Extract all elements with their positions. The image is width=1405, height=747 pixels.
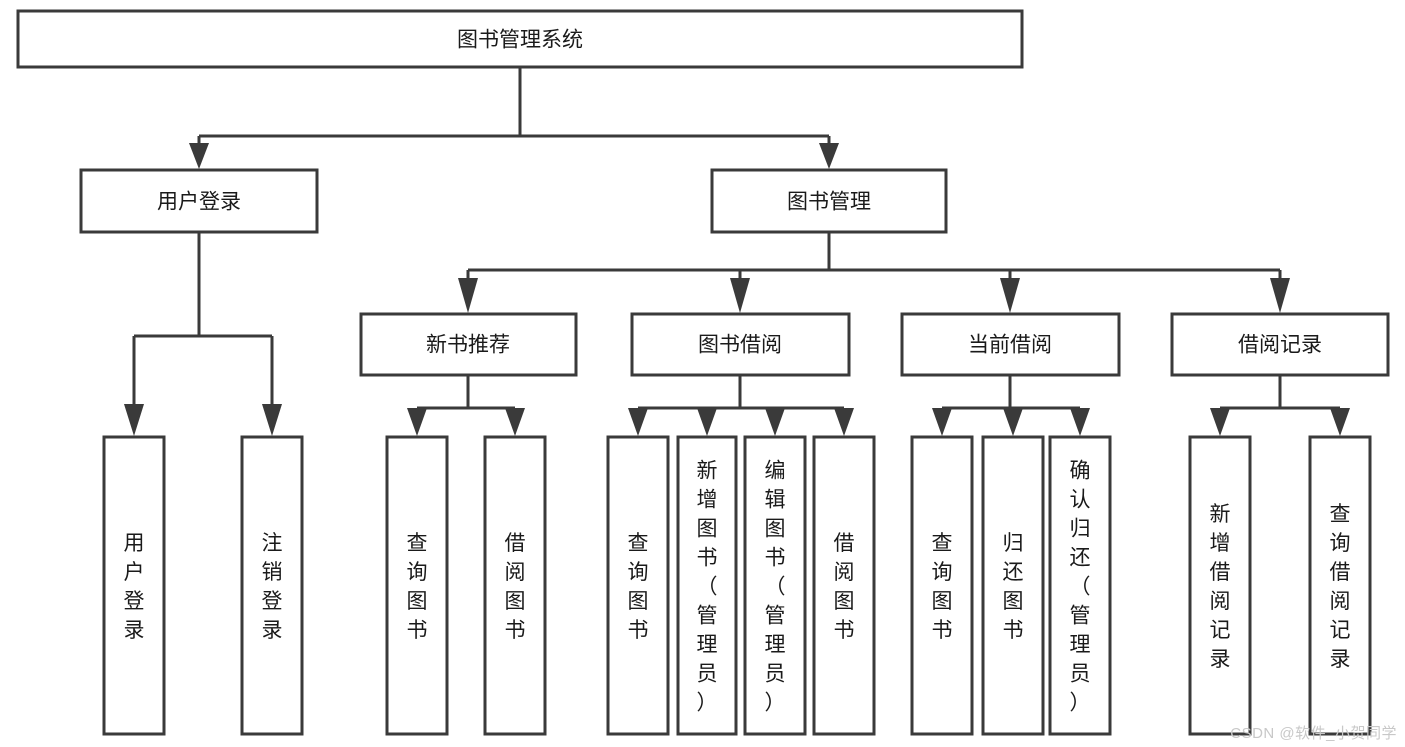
node-leaf-user-login[interactable]: 用户登录 bbox=[102, 435, 166, 736]
node-leaf-confirm-return[interactable]: 确认归还（管理员） bbox=[1048, 435, 1112, 736]
node-new-book-recommend[interactable]: 新书推荐 bbox=[359, 312, 578, 377]
node-leaf-query-book-2-box[interactable] bbox=[606, 435, 670, 736]
csdn-watermark: CSDN @软件_小贺同学 bbox=[1230, 725, 1397, 742]
node-book-management-box[interactable] bbox=[710, 168, 948, 234]
node-leaf-query-book-3-label: 查询图书 bbox=[932, 532, 953, 642]
arrow-head-leaf-return-book bbox=[1003, 408, 1023, 436]
node-borrow-record-box[interactable] bbox=[1170, 312, 1390, 377]
node-leaf-return-book[interactable]: 归还图书 bbox=[981, 435, 1045, 736]
node-current-borrow[interactable]: 当前借阅 bbox=[900, 312, 1121, 377]
node-leaf-user-login-label: 用户登录 bbox=[124, 532, 145, 642]
node-borrow-record-label: 借阅记录 bbox=[1238, 334, 1322, 357]
node-leaf-query-book-1-label: 查询图书 bbox=[407, 532, 428, 642]
node-leaf-confirm-return-label: 确认归还（管理员） bbox=[1070, 460, 1091, 715]
node-root-label: 图书管理系统 bbox=[457, 29, 583, 52]
arrow-head-leaf-confirm-return bbox=[1070, 408, 1090, 436]
node-book-management-label: 图书管理 bbox=[787, 191, 871, 214]
node-leaf-logout[interactable]: 注销登录 bbox=[240, 435, 304, 736]
arrow-head-leaf-query-book-3 bbox=[932, 408, 952, 436]
arrow-head-book-management bbox=[819, 143, 839, 169]
node-book-borrow-box[interactable] bbox=[630, 312, 851, 377]
node-leaf-query-book-3-box[interactable] bbox=[910, 435, 974, 736]
arrow-head-leaf-user-login bbox=[124, 404, 144, 436]
arrow-head-new-book-recommend bbox=[458, 278, 478, 313]
node-leaf-query-book-1[interactable]: 查询图书 bbox=[385, 435, 449, 736]
arrow-head-leaf-borrow-book-1 bbox=[505, 408, 525, 436]
arrow-head-current-borrow bbox=[1000, 278, 1020, 313]
node-book-borrow-label: 图书借阅 bbox=[698, 334, 782, 357]
arrow-head-leaf-query-book-1 bbox=[407, 408, 427, 436]
node-user-login[interactable]: 用户登录 bbox=[79, 168, 319, 234]
node-leaf-return-book-label: 归还图书 bbox=[1003, 532, 1024, 642]
node-borrow-record[interactable]: 借阅记录 bbox=[1170, 312, 1390, 377]
node-leaf-add-record-label: 新增借阅记录 bbox=[1210, 503, 1231, 671]
arrow-head-leaf-query-book-2 bbox=[628, 408, 648, 436]
node-leaf-add-book-box[interactable] bbox=[676, 435, 738, 736]
node-leaf-edit-book-label: 编辑图书（管理员） bbox=[765, 460, 786, 715]
node-new-book-recommend-label: 新书推荐 bbox=[426, 334, 510, 357]
node-leaf-borrow-book-1[interactable]: 借阅图书 bbox=[483, 435, 547, 736]
node-leaf-query-book-2-label: 查询图书 bbox=[628, 532, 649, 642]
node-root-box[interactable] bbox=[16, 9, 1024, 69]
arrow-head-leaf-add-record bbox=[1210, 408, 1230, 436]
node-root[interactable]: 图书管理系统 bbox=[16, 9, 1024, 69]
node-leaf-query-record-label: 查询借阅记录 bbox=[1330, 503, 1351, 671]
node-leaf-logout-label: 注销登录 bbox=[262, 532, 283, 642]
node-book-borrow[interactable]: 图书借阅 bbox=[630, 312, 851, 377]
node-user-login-label: 用户登录 bbox=[157, 191, 241, 214]
arrow-head-leaf-query-record bbox=[1330, 408, 1350, 436]
node-current-borrow-box[interactable] bbox=[900, 312, 1121, 377]
arrow-head-leaf-add-book bbox=[697, 408, 717, 436]
arrow-head-leaf-borrow-book-2 bbox=[834, 408, 854, 436]
node-new-book-recommend-box[interactable] bbox=[359, 312, 578, 377]
node-leaf-logout-box[interactable] bbox=[240, 435, 304, 736]
node-leaf-borrow-book-2-box[interactable] bbox=[812, 435, 876, 736]
node-leaf-edit-book[interactable]: 编辑图书（管理员） bbox=[743, 435, 807, 736]
node-leaf-query-book-1-box[interactable] bbox=[385, 435, 449, 736]
node-leaf-return-book-box[interactable] bbox=[981, 435, 1045, 736]
node-book-management[interactable]: 图书管理 bbox=[710, 168, 948, 234]
node-leaf-confirm-return-box[interactable] bbox=[1048, 435, 1112, 736]
node-leaf-edit-book-box[interactable] bbox=[743, 435, 807, 736]
node-leaf-query-book-3[interactable]: 查询图书 bbox=[910, 435, 974, 736]
node-leaf-borrow-book-1-label: 借阅图书 bbox=[505, 532, 526, 642]
node-leaf-add-record-box[interactable] bbox=[1188, 435, 1252, 736]
arrow-head-leaf-edit-book bbox=[765, 408, 785, 436]
arrow-head-book-borrow bbox=[730, 278, 750, 313]
node-leaf-add-book-label: 新增图书（管理员） bbox=[697, 460, 718, 715]
node-leaf-query-record[interactable]: 查询借阅记录 bbox=[1308, 435, 1372, 736]
arrow-head-leaf-logout bbox=[262, 404, 282, 436]
node-leaf-borrow-book-2[interactable]: 借阅图书 bbox=[812, 435, 876, 736]
leaf-nodes-layer: 用户登录 注销登录 查询图书 借阅图书 查询图书 新增图书（管理员） 编辑图书（管理员） 借阅… bbox=[102, 435, 1372, 736]
node-leaf-add-book[interactable]: 新增图书（管理员） bbox=[676, 435, 738, 736]
arrow-head-borrow-record bbox=[1270, 278, 1290, 313]
arrow-head-user-login bbox=[189, 143, 209, 169]
node-leaf-add-record[interactable]: 新增借阅记录 bbox=[1188, 435, 1252, 736]
node-leaf-user-login-box[interactable] bbox=[102, 435, 166, 736]
node-leaf-borrow-book-1-box[interactable] bbox=[483, 435, 547, 736]
node-user-login-box[interactable] bbox=[79, 168, 319, 234]
node-current-borrow-label: 当前借阅 bbox=[968, 334, 1052, 357]
node-leaf-borrow-book-2-label: 借阅图书 bbox=[834, 532, 855, 642]
connectors bbox=[124, 67, 1350, 436]
node-leaf-query-record-box[interactable] bbox=[1308, 435, 1372, 736]
node-leaf-query-book-2[interactable]: 查询图书 bbox=[606, 435, 670, 736]
